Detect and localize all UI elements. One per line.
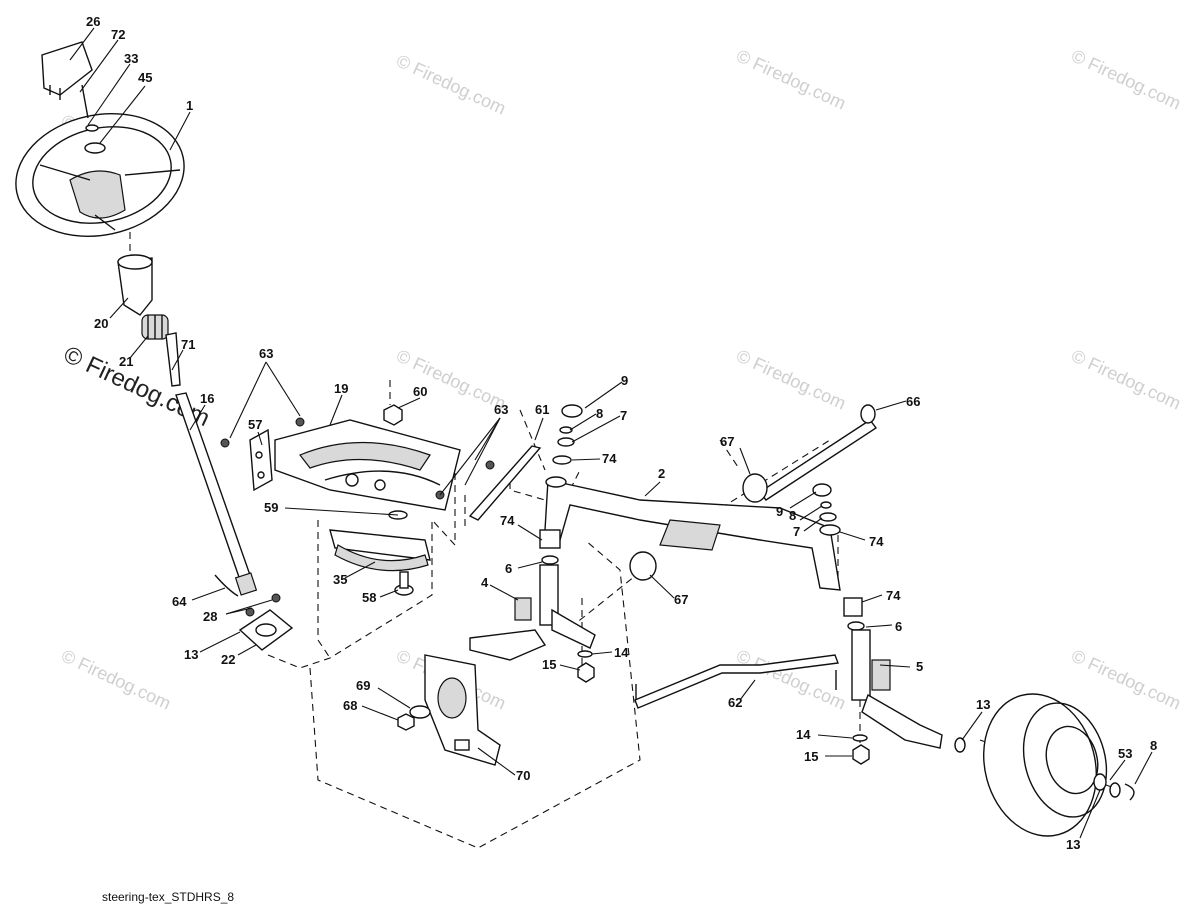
callout-number: 6 (895, 619, 902, 634)
callout-number: 70 (516, 768, 530, 783)
watermark: © Firedog.com (1068, 345, 1180, 413)
callout-number: 33 (124, 51, 138, 66)
callout-number: 26 (86, 14, 100, 29)
callout-number: 8 (596, 406, 603, 421)
callout-number: 58 (362, 590, 376, 605)
watermark: © Firedog.com (733, 45, 849, 113)
callout-number: 72 (111, 27, 125, 42)
watermark: © Firedog.com (58, 645, 174, 713)
watermark: © Firedog.com (393, 50, 509, 118)
callout-number: 20 (94, 316, 108, 331)
callout-number: 28 (203, 609, 217, 624)
leader-lines (69, 27, 1153, 839)
callout-number: 64 (172, 594, 187, 609)
sector-gear-part (329, 529, 431, 596)
callout-number: 60 (413, 384, 427, 399)
tie-rod-part (634, 654, 839, 709)
tie-rod-nuts-part (577, 650, 870, 765)
callout-number: 15 (542, 657, 556, 672)
callout-number: 8 (1150, 738, 1157, 753)
watermark: © Firedog.com (1068, 645, 1180, 713)
pivot-bolt-part (629, 404, 878, 581)
callout-number: 61 (535, 402, 549, 417)
callout-number: 22 (221, 652, 235, 667)
callout-number: 16 (200, 391, 214, 406)
callout-number: 74 (602, 451, 617, 466)
callout-number: 67 (674, 592, 688, 607)
callout-number: 74 (500, 513, 515, 528)
callout-number: 13 (184, 647, 198, 662)
callout-number: 57 (248, 417, 262, 432)
callout-number: 14 (796, 727, 811, 742)
callout-number: 1 (186, 98, 193, 113)
column-cover-part (117, 254, 169, 340)
callout-number: 63 (494, 402, 508, 417)
spindle-left-part (469, 564, 596, 661)
callout-number: 69 (356, 678, 370, 693)
spindle-right-part (851, 629, 943, 749)
steering-wheel-part (15, 41, 185, 237)
callout-number: 35 (333, 572, 347, 587)
callout-number: 13 (976, 697, 990, 712)
callout-number: 59 (264, 500, 278, 515)
bearing-plate-part (238, 593, 294, 651)
callout-number: 74 (869, 534, 884, 549)
callout-number: 53 (1118, 746, 1132, 761)
callout-number: 74 (886, 588, 901, 603)
callout-number: 45 (138, 70, 152, 85)
callout-number: 63 (259, 346, 273, 361)
drag-link-part (468, 445, 542, 521)
callout-number: 2 (658, 466, 665, 481)
steering-plate-part (397, 654, 501, 766)
callout-number: 5 (916, 659, 923, 674)
callout-number: 66 (906, 394, 920, 409)
axle-bushings-part (539, 404, 865, 631)
callout-labels: 26 72 33 45 1 20 21 71 16 63 19 60 57 59… (86, 14, 1157, 852)
callout-number: 62 (728, 695, 742, 710)
assembly-outlines (129, 220, 1121, 849)
diagram-caption: steering-tex_STDHRS_8 (102, 890, 234, 904)
callout-number: 4 (481, 575, 489, 590)
callout-number: 68 (343, 698, 357, 713)
callout-number: 71 (181, 337, 195, 352)
mounting-bracket-part (220, 417, 495, 511)
watermark: © Firedog.com (1068, 45, 1180, 113)
callout-number: 19 (334, 381, 348, 396)
nut-washer-part (383, 404, 408, 520)
callout-number: 14 (614, 645, 629, 660)
callout-number: 7 (620, 408, 627, 423)
front-wheel-part (954, 693, 1135, 837)
callout-number: 9 (621, 373, 628, 388)
callout-number: 9 (776, 504, 783, 519)
callout-number: 7 (793, 524, 800, 539)
callout-number: 15 (804, 749, 818, 764)
watermark: © Firedog.com (393, 345, 509, 413)
callout-number: 6 (505, 561, 512, 576)
steering-shaft-part (165, 332, 258, 597)
callout-number: 67 (720, 434, 734, 449)
callout-number: 8 (789, 508, 796, 523)
watermark: © Firedog.com (733, 345, 849, 413)
callout-number: 21 (119, 354, 133, 369)
callout-number: 13 (1066, 837, 1080, 852)
